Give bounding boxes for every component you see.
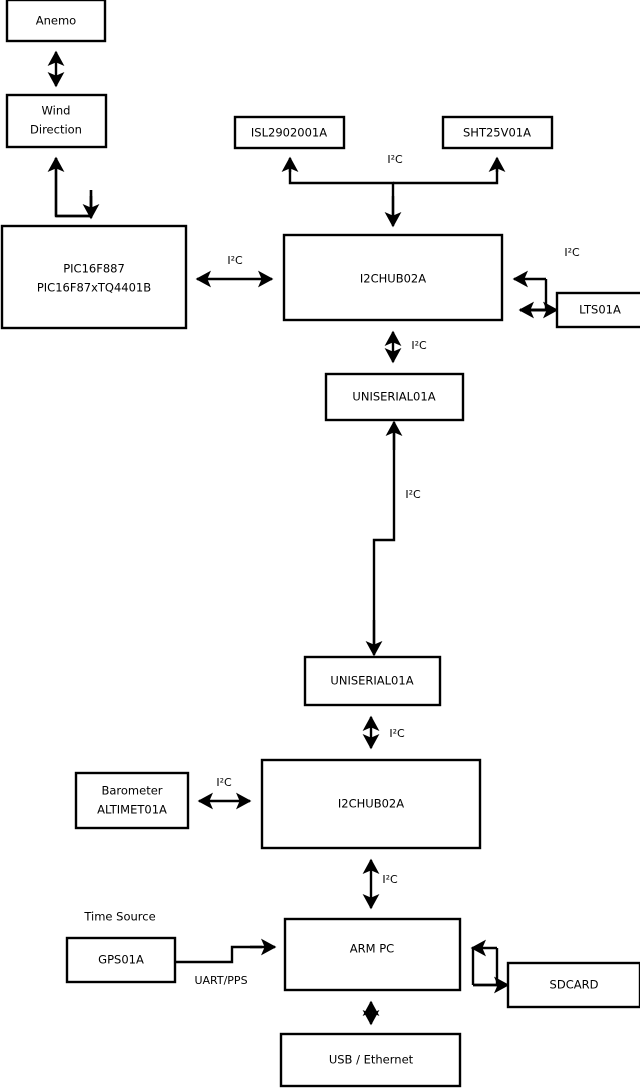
node-i2chub02a-bottom[interactable]: I2CHUB02A	[260, 758, 482, 850]
edge-label-hub-uniserial: I²C	[411, 339, 427, 352]
node-usb-ethernet[interactable]: USB / Ethernet	[279, 1032, 462, 1088]
node-label-wind-line2: Direction	[30, 123, 82, 137]
node-wind-direction[interactable]: Wind Direction	[5, 93, 108, 149]
node-sht25v01a[interactable]: SHT25V01A	[441, 115, 554, 150]
edge-label-hub-armpc: I²C	[382, 873, 398, 886]
node-barometer-altimet01a[interactable]: Barometer ALTIMET01A	[74, 771, 190, 830]
node-label-pic-line2: PIC16F87xTQ4401B	[37, 281, 151, 295]
edge-gps-armpc-path	[175, 945, 262, 964]
node-label-hub-top: I2CHUB02A	[360, 272, 426, 286]
edge-wind-pic-path	[54, 158, 93, 218]
node-i2chub02a-top[interactable]: I2CHUB02A	[282, 233, 504, 322]
edge-hub-sht-branch	[393, 160, 499, 185]
edge-label-gps-armpc: UART/PPS	[194, 974, 247, 987]
edge-uniserial-link-path	[372, 432, 396, 645]
node-label-pic-line1: PIC16F887	[63, 262, 125, 276]
edge-label-pic-hub: I²C	[227, 254, 243, 267]
edge-label-hub-isl-sht: I²C	[387, 153, 403, 166]
node-label-gps: GPS01A	[98, 953, 144, 967]
node-pic-microcontroller[interactable]: PIC16F887 PIC16F87xTQ4401B	[0, 224, 188, 330]
node-label-wind-line1: Wind	[42, 104, 71, 118]
node-label-barometer-line1: Barometer	[101, 784, 162, 798]
node-gps01a[interactable]: GPS01A	[65, 936, 177, 984]
edge-label-hub-lts: I²C	[564, 246, 580, 259]
node-sdcard[interactable]: SDCARD	[506, 961, 640, 1009]
node-uniserial01a-bottom[interactable]: UNISERIAL01A	[303, 655, 442, 707]
edge-armpc-sdcard-path	[495, 948, 500, 987]
label-time-source: Time Source	[83, 910, 155, 924]
edge-label-uniserial-link: I²C	[405, 488, 421, 501]
edges-layer: I²C I²C I²C I²C I²C	[47, 50, 580, 1026]
free-labels-layer: Time Source	[83, 910, 155, 924]
node-label-isl: ISL2902001A	[251, 126, 327, 140]
node-label-uniserial-bottom: UNISERIAL01A	[330, 674, 413, 688]
node-label-hub-bottom: I2CHUB02A	[338, 797, 404, 811]
node-uniserial01a-top[interactable]: UNISERIAL01A	[324, 372, 465, 422]
node-label-uniserial-top: UNISERIAL01A	[352, 390, 435, 404]
node-anemo[interactable]: Anemo	[5, 0, 107, 43]
node-label-barometer-line2: ALTIMET01A	[97, 803, 167, 817]
node-arm-pc[interactable]: ARM PC	[283, 917, 462, 992]
node-label-armpc: ARM PC	[350, 942, 394, 956]
edge-label-uniserial-hub-bot: I²C	[389, 727, 405, 740]
edge-hub-isl-branch	[288, 160, 395, 224]
node-label-usbeth: USB / Ethernet	[329, 1053, 414, 1067]
node-label-lts: LTS01A	[579, 303, 621, 317]
edge-label-barometer-hub: I²C	[216, 776, 232, 789]
node-lts01a[interactable]: LTS01A	[555, 291, 640, 329]
node-label-anemo: Anemo	[36, 14, 76, 28]
node-isl2902001a[interactable]: ISL2902001A	[233, 115, 346, 150]
node-label-sht: SHT25V01A	[463, 126, 531, 140]
node-label-sdcard: SDCARD	[550, 978, 599, 992]
